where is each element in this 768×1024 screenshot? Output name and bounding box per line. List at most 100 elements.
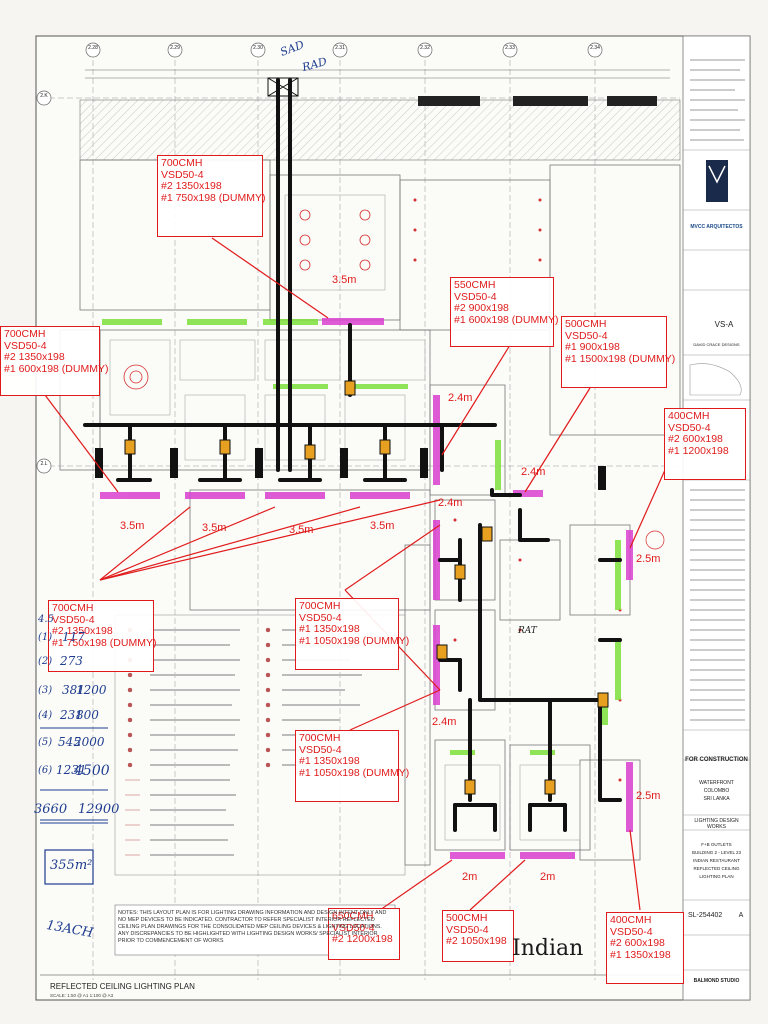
callout-line: 700CMH [4,328,46,340]
callout-line: VSD50-4 [446,923,489,936]
grid-label-2-33: 2.33 [505,45,515,51]
callout-line: 650CMH [332,910,374,922]
hand-area: 355m² [50,858,93,873]
key-plan [689,363,742,396]
hand-row-b: 4500 [74,763,110,779]
dim-3-5m-3: 3.5m [289,524,314,536]
callout-700cmh-lower-left: 700CMH VSD50-4 #2 1350x198 #1 750x198 (D… [48,600,157,672]
consultant-name: LIGHTING DESIGN WORKS [694,818,739,830]
hand-row-a: 117 [62,630,85,644]
callout-700cmh-top: 700CMH VSD50-4 #2 1350x198 #1 750x198 (D… [157,155,266,237]
callout-line: #1 1200x198 [668,444,729,457]
callout-line: #1 1350x198 [299,755,360,767]
status-label: FOR CONSTRUCTION [685,757,748,763]
hand-row-a: 273 [60,654,83,668]
callout-line: #2 1350x198 [4,351,65,363]
leader-lines [44,237,666,911]
callout-line: VSD50-4 [299,743,342,756]
callout-line: VSD50-4 [299,611,342,624]
hand-row-idx: (2) [38,656,53,667]
hand-row-b: 1200 [76,683,107,697]
callout-line: #2 600x198 [668,433,723,445]
grid-label-2-32: 2.32 [420,45,430,51]
notes-text: NOTES: THIS LAYOUT PLAN IS FOR LIGHTING … [118,910,387,944]
plan-title: REFLECTED CEILING LIGHTING PLAN [50,982,195,991]
callout-line: VSD50-4 [454,290,497,303]
area-box [44,849,94,885]
grid-label-2-K: 2.K [40,93,48,99]
dim-3-5m-4: 3.5m [370,520,395,532]
callout-line: VSD50-4 [565,329,608,342]
dim-2-4m-d: 2.4m [432,716,457,728]
dim-2-5m-b: 2.5m [636,790,661,802]
hand-row-b: 800 [76,708,99,722]
plan-scale: SCALE: 1:50 @ A1 1:100 @ A3 [50,993,114,998]
callout-700cmh-left: 700CMH VSD50-4 #2 1350x198 #1 600x198 (D… [0,326,109,396]
drawing-title-line: REFLECTED CEILING [693,866,740,871]
callout-line: #2 600x198 [610,937,665,949]
callout-line: VSD50-4 [668,421,711,434]
callout-400cmh-right: 400CMH VSD50-4 #2 600x198 #1 1200x198 [664,408,746,480]
callout-line: #2 1200x198 [332,933,393,945]
dim-3-5m-1: 3.5m [120,520,145,532]
grid-label-2-34: 2.34 [590,45,600,51]
drawing-title-line: LIGHTING PLAN [699,874,734,879]
drawing-title-line: BUILDING 2 - LEVEL 23 [691,850,742,855]
hand-rat: RAT [518,626,537,636]
logo-david-crace: DAVID CRACE DESIGNS [693,342,740,347]
project-line: SRI LANKA [703,796,730,802]
callout-line: 700CMH [52,602,94,614]
callout-line: #1 1050x198 (DUMMY) [299,766,410,779]
hand-total-a: 3660 [34,802,68,817]
callout-line: VSD50-4 [4,339,47,352]
grid-label-2-29: 2.29 [170,45,180,51]
project-line: COLOMBO [703,788,730,794]
firm-name: BALMOND STUDIO [693,978,740,984]
drawing-title-line: INDIAN RESTAURANT [693,858,740,863]
callout-700cmh-lower: 700CMH VSD50-4 #1 1350x198 #1 1050x198 (… [295,730,410,802]
grid-label-2-28: 2.28 [88,45,98,51]
callout-line: #2 900x198 [454,302,509,314]
grid-label-2-30: 2.30 [253,45,263,51]
hand-row-idx: (4) [38,710,53,721]
hand-row-a: 381 [62,683,85,697]
hand-row-idx: (6) [38,765,53,776]
dim-3-5m-top: 3.5m [332,274,357,286]
callout-700cmh-mid: 700CMH VSD50-4 #1 1350x198 #1 1050x198 (… [295,598,410,670]
hand-row-a: 1231 [56,763,87,777]
grid-label-2-31: 2.31 [335,45,345,51]
callout-line: 700CMH [161,157,203,169]
hand-row-idx: (1) [38,632,53,643]
hand-row-a: 231 [60,708,83,722]
callout-line: #1 600x198 (DUMMY) [4,362,109,375]
dim-2m-b: 2m [540,871,556,883]
callout-line: VSD50-4 [161,168,204,181]
grid-label-2-L: 2.L [40,461,48,467]
callout-line: #1 1350x198 [610,948,671,961]
callout-line: 400CMH [610,914,652,926]
dim-2m-a: 2m [462,871,478,883]
hand-row-a: 545 [58,735,81,749]
callout-line: #1 750x198 (DUMMY) [161,191,266,204]
project-line: WATERFRONT [699,780,734,786]
callout-line: 550CMH [454,279,496,291]
callout-400cmh-bottom: 400CMH VSD50-4 #2 600x198 #1 1350x198 [606,912,684,984]
callout-550cmh: 550CMH VSD50-4 #2 900x198 #1 600x198 (DU… [450,277,558,347]
revision-letter: A [738,912,744,919]
callout-line: 700CMH [299,600,341,612]
callout-line: #1 1350x198 [299,623,360,635]
callout-line: 700CMH [299,732,341,744]
hand-top-fragment: 4.5 [38,614,54,625]
callout-line: #2 1350x198 [161,180,222,192]
callout-line: VSD50-4 [610,925,653,938]
dim-2-5m-a: 2.5m [636,553,661,565]
logo-vsa: VS-A [714,320,734,329]
dim-2-4m-b: 2.4m [521,466,546,478]
callout-line: #1 750x198 (DUMMY) [52,636,157,649]
dim-3-5m-2: 3.5m [202,522,227,534]
hand-row-idx: (5) [38,737,53,748]
callout-line: #1 1050x198 (DUMMY) [299,634,410,647]
drawing-number: SL-254402 [688,912,723,919]
callout-500cmh-bottom: 500CMH VSD50-4 #2 1050x198 [442,910,514,962]
